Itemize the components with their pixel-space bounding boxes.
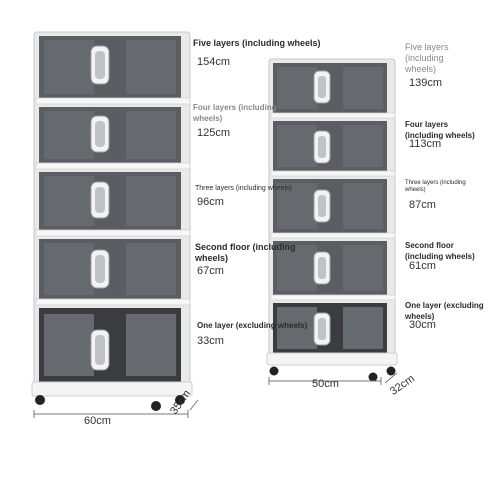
right-drawer-3	[273, 179, 387, 233]
right-width-dimension: 50cm	[312, 378, 339, 390]
left-layer-5-label: Five layers (including wheels)	[193, 38, 321, 48]
left-layer-1-label: One layer (excluding wheels)	[197, 321, 308, 330]
left-layer-4-height: 125cm	[197, 127, 231, 139]
left-layer-2-height: 67cm	[197, 265, 224, 277]
right-layer-1-height: 30cm	[409, 319, 436, 331]
right-layer-4-height: 113cm	[409, 138, 442, 150]
left-drawer-4	[39, 107, 181, 163]
left-layer-5-height: 154cm	[197, 56, 231, 68]
right-layer-3-label: Three layers (including wheels)	[405, 180, 466, 193]
left-wheels	[35, 395, 185, 411]
left-cabinet-illustration	[31, 31, 199, 418]
right-layer-5-label: Five layers (including wheels)	[405, 42, 449, 74]
left-drawer-1	[39, 308, 181, 382]
left-drawer-3	[39, 172, 181, 230]
left-layer-3-height: 96cm	[197, 196, 224, 208]
right-drawer-5	[273, 63, 387, 113]
left-layer-3-label: Three layers (including wheels)	[195, 185, 292, 192]
right-layer-4-label: Four layers (including wheels)	[405, 120, 475, 140]
left-layer-4-label: Four layers (including wheels)	[193, 103, 277, 123]
left-drawer-2	[39, 239, 181, 299]
right-drawer-1	[273, 303, 387, 353]
right-drawer-2	[273, 241, 387, 295]
right-wheels	[269, 366, 396, 382]
right-layer-3-height: 87cm	[409, 199, 436, 211]
right-cabinet-illustration	[266, 58, 398, 385]
right-layer-2-label: Second floor (including wheels)	[405, 241, 475, 261]
left-layer-1-height: 33cm	[197, 335, 224, 347]
right-drawer-4	[273, 121, 387, 171]
right-layer-2-height: 61cm	[409, 260, 436, 272]
left-layer-2-label: Second floor (including wheels)	[195, 242, 296, 263]
left-drawer-5	[39, 36, 181, 98]
right-layer-5-height: 139cm	[409, 77, 443, 89]
right-layer-1-label: One layer (excluding wheels)	[405, 301, 484, 321]
left-width-dimension: 60cm	[84, 415, 111, 427]
